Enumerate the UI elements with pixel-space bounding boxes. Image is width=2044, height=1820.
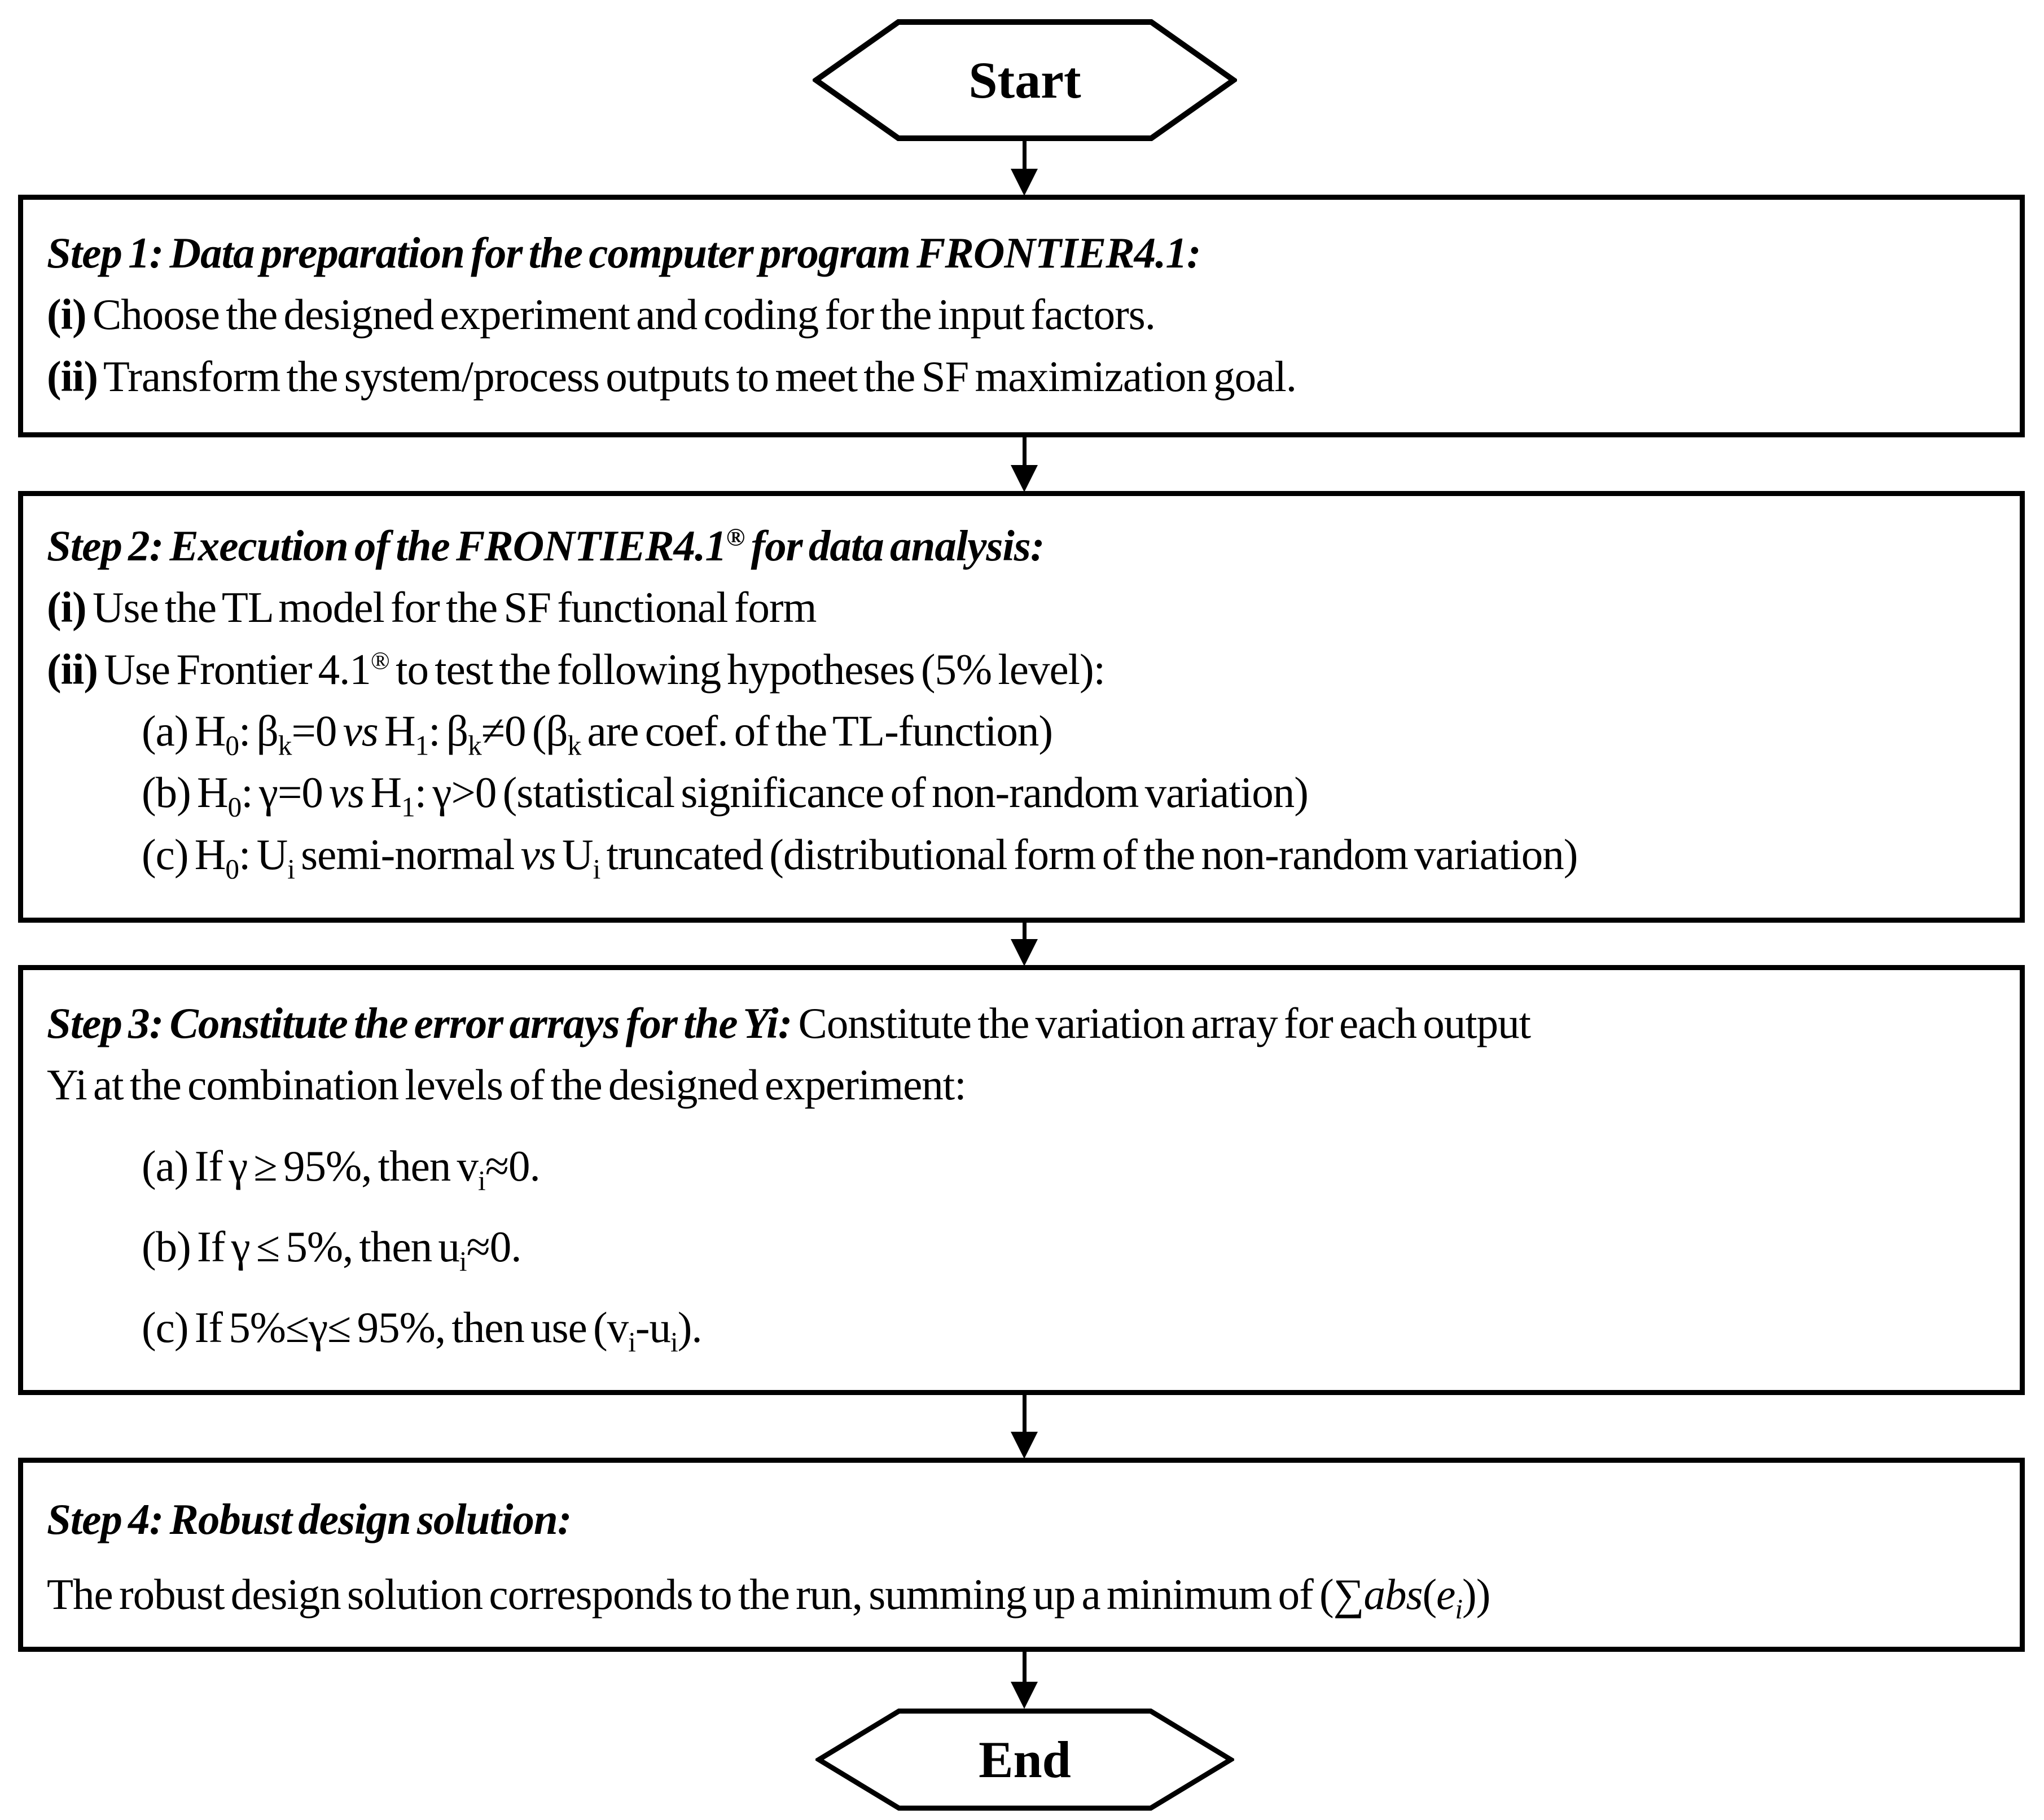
box-line: (b) If γ ≤ 5%, then ui≈0. — [142, 1222, 522, 1277]
flow-arrow-4 — [1011, 1393, 1038, 1459]
box-line: (i) Choose the designed experiment and c… — [47, 290, 1156, 339]
flow-arrow-5 — [1011, 1650, 1038, 1709]
box-line: (c) H0: Ui semi-normal vs Ui truncated (… — [142, 830, 1578, 885]
hexagon-shape — [813, 19, 1237, 141]
box-line: Step 1: Data preparation for the compute… — [47, 229, 1201, 277]
end-label: End — [979, 1731, 1071, 1788]
box-line: (b) H0: γ=0 vs H1: γ>0 (statistical sign… — [142, 768, 1309, 823]
box-line: Step 2: Execution of the FRONTIER4.1® fo… — [47, 521, 1045, 570]
box-line: The robust design solution corresponds t… — [47, 1570, 1490, 1625]
end-node: End — [815, 1708, 1234, 1812]
flow-box-step-4: Step 4: Robust design solution: The robus… — [18, 1458, 2025, 1652]
flow-arrow-3 — [1011, 920, 1038, 966]
box-line: (ii) Use Frontier 4.1® to test the follo… — [47, 644, 1106, 694]
box-line: (ii) Transform the system/process output… — [47, 352, 1297, 401]
box-line: Step 3: Constitute the error arrays for … — [47, 999, 1531, 1047]
flow-arrow-1 — [1011, 141, 1038, 196]
box-line: (c) If 5%≤γ≤ 95%, then use (vi-ui). — [142, 1303, 703, 1358]
box-line: Step 4: Robust design solution: — [47, 1495, 572, 1543]
box-line: (a) If γ ≥ 95%, then vi≈0. — [142, 1141, 541, 1196]
start-label: Start — [968, 51, 1081, 109]
box-line: (a) H0: βk=0 vs H1: βk≠0 (βk are coef. o… — [142, 706, 1053, 761]
box-line: Yi at the combination levels of the desi… — [47, 1060, 967, 1109]
flow-box-step-3: Step 3: Constitute the error arrays for … — [18, 965, 2025, 1395]
hexagon-shape — [815, 1708, 1234, 1811]
box-line: (i) Use the TL model for the SF function… — [47, 583, 817, 632]
flow-arrow-2 — [1011, 436, 1038, 492]
flow-box-step-2: Step 2: Execution of the FRONTIER4.1® fo… — [18, 491, 2025, 923]
start-node: Start — [813, 19, 1237, 142]
flow-box-step-1: Step 1: Data preparation for the compute… — [18, 195, 2025, 437]
